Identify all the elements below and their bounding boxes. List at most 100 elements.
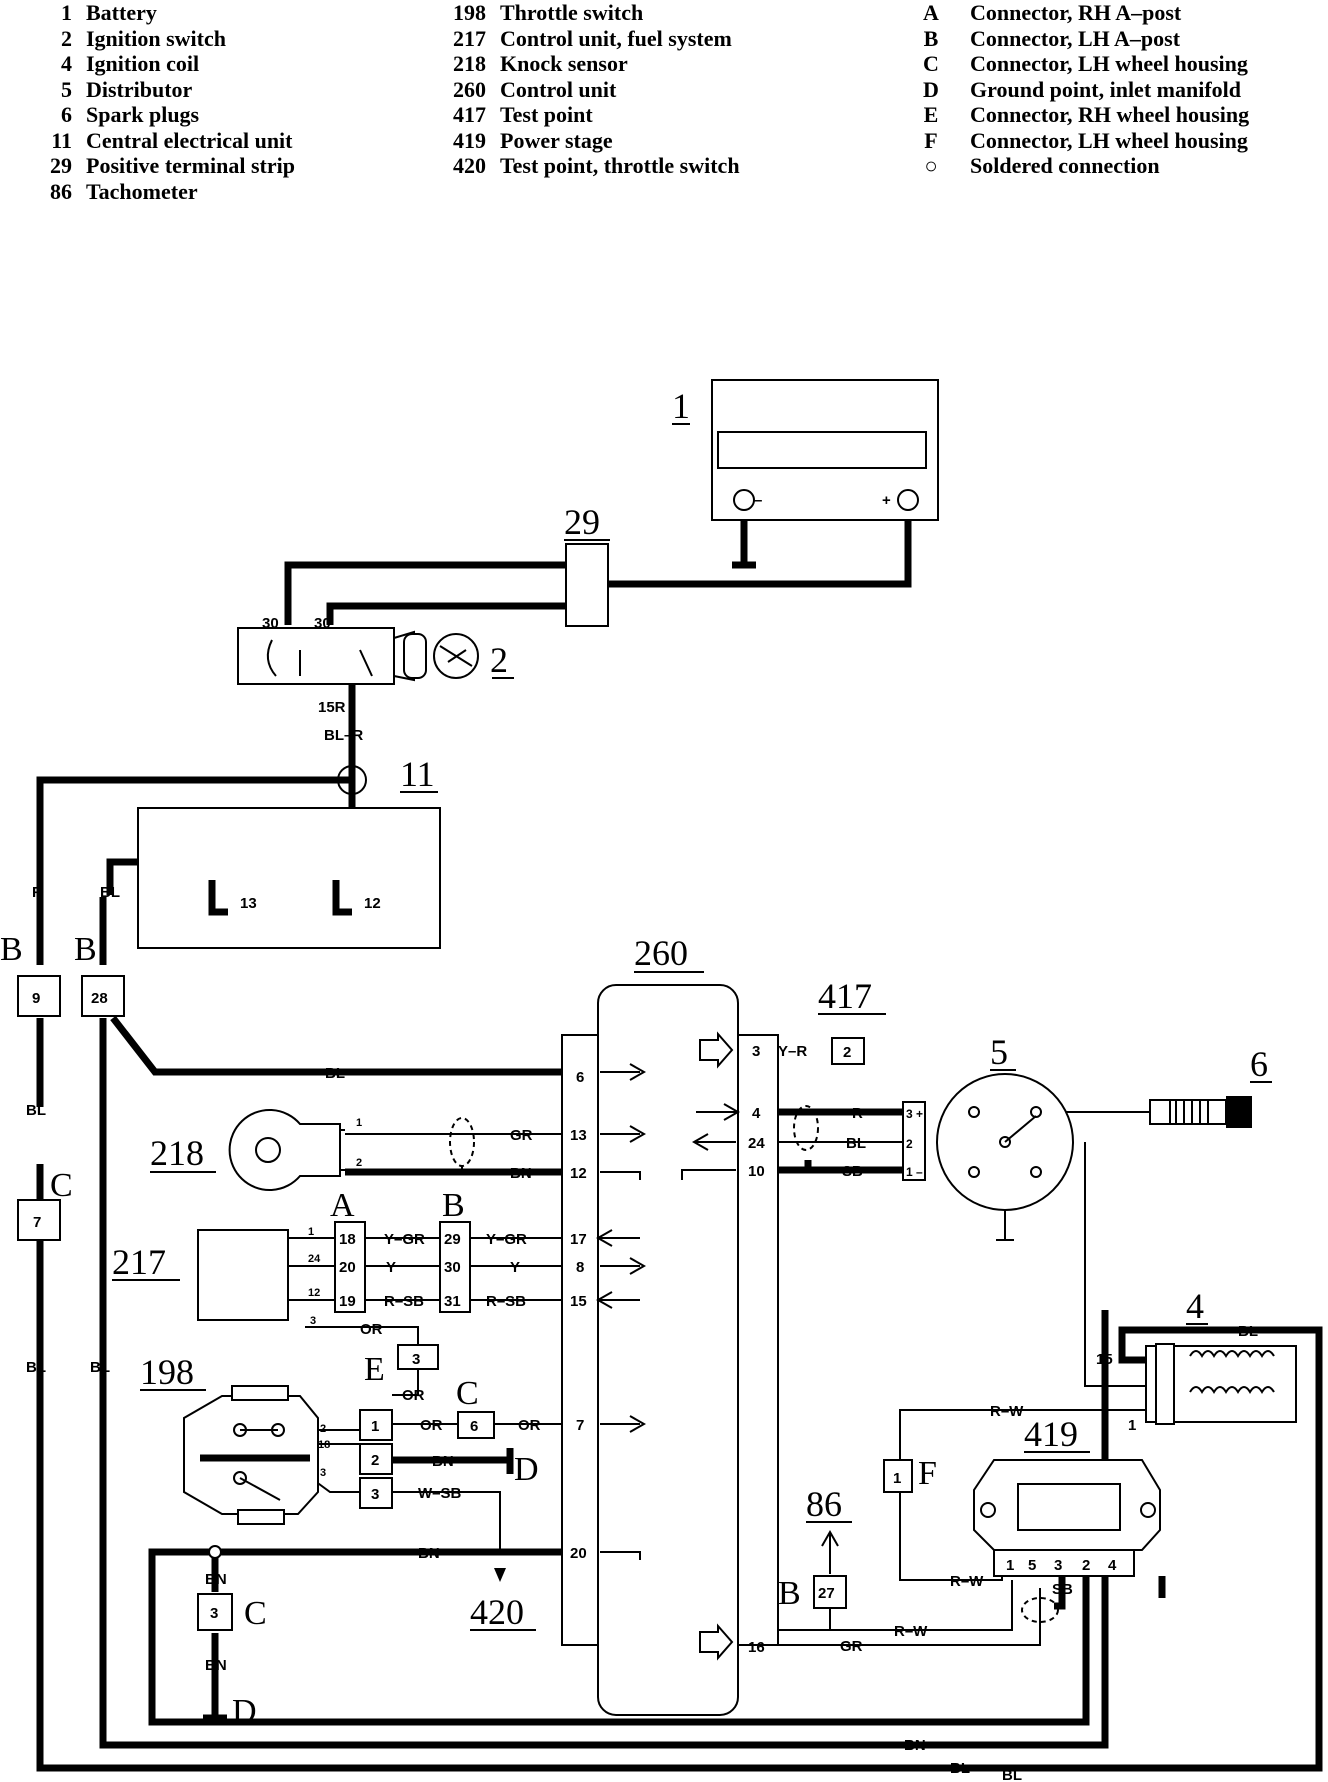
battery-negative-terminal [733, 489, 755, 511]
label-420: 420 [470, 1592, 524, 1632]
pin-419-1: 1 [1006, 1557, 1014, 1574]
legend-label: Spark plugs [86, 102, 200, 127]
ground-20 [600, 1551, 641, 1560]
legend-row: 218 Knock sensor [440, 51, 740, 77]
pin-30-a: 30 [262, 615, 279, 632]
positive-terminal-strip: 29 [564, 502, 610, 627]
label-218: 218 [150, 1133, 204, 1173]
legend-label: Test point, throttle switch [500, 153, 740, 178]
legend-number: E [923, 102, 939, 127]
legend-row: 419 Power stage [440, 128, 740, 154]
wire-label-r-w-c: R–W [894, 1623, 928, 1640]
coil-pin-1: 1 [1128, 1417, 1136, 1434]
wire-w-sb [392, 1491, 501, 1552]
pin-198-3: 3 [320, 1467, 326, 1479]
pin-198c-1: 1 [371, 1418, 379, 1435]
wire-label-gr-16: GR [840, 1638, 863, 1655]
legend-label: Power stage [500, 127, 613, 153]
wire-label-r-w-a: R–W [990, 1403, 1024, 1420]
pin-13: 13 [240, 895, 257, 912]
dist-plus: + [916, 1107, 923, 1121]
dist-pin-2: 2 [906, 1137, 913, 1151]
wire-label-r-4: R [852, 1105, 863, 1122]
legend-number: F [924, 127, 938, 153]
connector-b-left: B [0, 931, 23, 968]
pin-a-18: 18 [339, 1231, 356, 1248]
legend-label: Ignition coil [86, 51, 200, 76]
pin-198-18: 18 [318, 1439, 330, 1451]
pin-28: 28 [91, 990, 108, 1007]
pin-260-6: 6 [576, 1069, 584, 1086]
wire-label-bl-left: BL [100, 884, 120, 901]
distributor: 3 2 1 + – 5 [902, 1032, 1074, 1241]
wire-r-left [36, 776, 352, 965]
legend-number: 419 [453, 127, 486, 153]
knock-pin-1: 1 [356, 1117, 362, 1129]
legend-label: Connector, LH wheel housing [970, 127, 1248, 153]
legend-number: 4 [61, 51, 72, 76]
wire-29-to-switch-b [326, 584, 584, 625]
legend-number: 420 [453, 153, 486, 178]
battery-minus-label: – [754, 492, 762, 509]
wire-label-y-b: Y [510, 1259, 520, 1276]
legend-number: 6 [61, 102, 72, 127]
pin-e-3: 3 [412, 1351, 420, 1368]
pin-b-30: 30 [444, 1259, 461, 1276]
label-419: 419 [1024, 1414, 1078, 1454]
pin-f-1: 1 [893, 1470, 901, 1487]
legend-label: Ignition switch [86, 25, 226, 51]
dist-pin-3: 3 [906, 1107, 913, 1121]
label-2: 2 [490, 640, 508, 680]
fuse-clips [208, 880, 352, 916]
pin-260-4: 4 [752, 1105, 761, 1122]
legend-number: 2 [61, 25, 72, 51]
pin-9: 9 [32, 990, 40, 1007]
soldered-connection [337, 765, 367, 795]
pin-198c-3: 3 [371, 1486, 379, 1503]
wire-label-bn-c-a: BN [205, 1571, 227, 1588]
wire-217-leads [288, 1237, 335, 1301]
wire-bl-to-6 [110, 1015, 562, 1076]
wire-labels-260-right: R BL SB [793, 1105, 866, 1180]
legend-label: Central electrical unit [86, 127, 293, 153]
legend-label: Knock sensor [500, 51, 628, 76]
fuel-control-unit: 217 1 24 12 3 18 20 19 A 29 30 31 B [112, 1187, 471, 1327]
pin-260-20: 20 [570, 1545, 587, 1562]
dist-pin-1: 1 [906, 1165, 913, 1179]
ground-connector-left: BN 3 C BN D [197, 1545, 267, 1730]
legend-number: 218 [453, 51, 486, 76]
wire-label-r-sb-b: R–SB [486, 1293, 526, 1310]
wire-bn-loop [148, 1540, 1090, 1726]
wire-label-or-c: OR [420, 1417, 443, 1434]
legend-row: ○Soldered connection [922, 153, 1249, 179]
power-stage: 1 5 3 2 4 SB 419 R–W R–W GR [840, 1414, 1161, 1655]
ignition-switch: 30 30 15R 2 [237, 615, 514, 716]
pin-419-3: 3 [1054, 1557, 1062, 1574]
ground-12 [600, 1171, 641, 1180]
wire-sb-260-5 [778, 1160, 903, 1174]
arrow-7 [600, 1415, 647, 1433]
pin-260-15: 15 [570, 1293, 587, 1310]
wire-label-sb-10: SB [842, 1163, 863, 1180]
connector-a-box [334, 1221, 366, 1313]
wire-label-r-sb-a: R–SB [384, 1293, 424, 1310]
pin-198c-2: 2 [371, 1452, 379, 1469]
wire-coil-15-thick [1118, 1326, 1150, 1364]
legend-label: Connector, LH wheel housing [970, 51, 1248, 76]
arrow-4 [696, 1103, 741, 1121]
svg-text:12: 12 [308, 1287, 320, 1299]
shield-icon [449, 1117, 475, 1167]
legend-number: A [923, 0, 939, 25]
label-217: 217 [112, 1242, 166, 1282]
wire-label-or-d: OR [518, 1417, 541, 1434]
wire-or-e [305, 1326, 419, 1345]
wire-bl-outer [36, 1018, 1323, 1772]
connector-f-label: F [918, 1455, 937, 1492]
connector-d-198: D [514, 1451, 539, 1488]
pin-30-b: 30 [314, 615, 331, 632]
